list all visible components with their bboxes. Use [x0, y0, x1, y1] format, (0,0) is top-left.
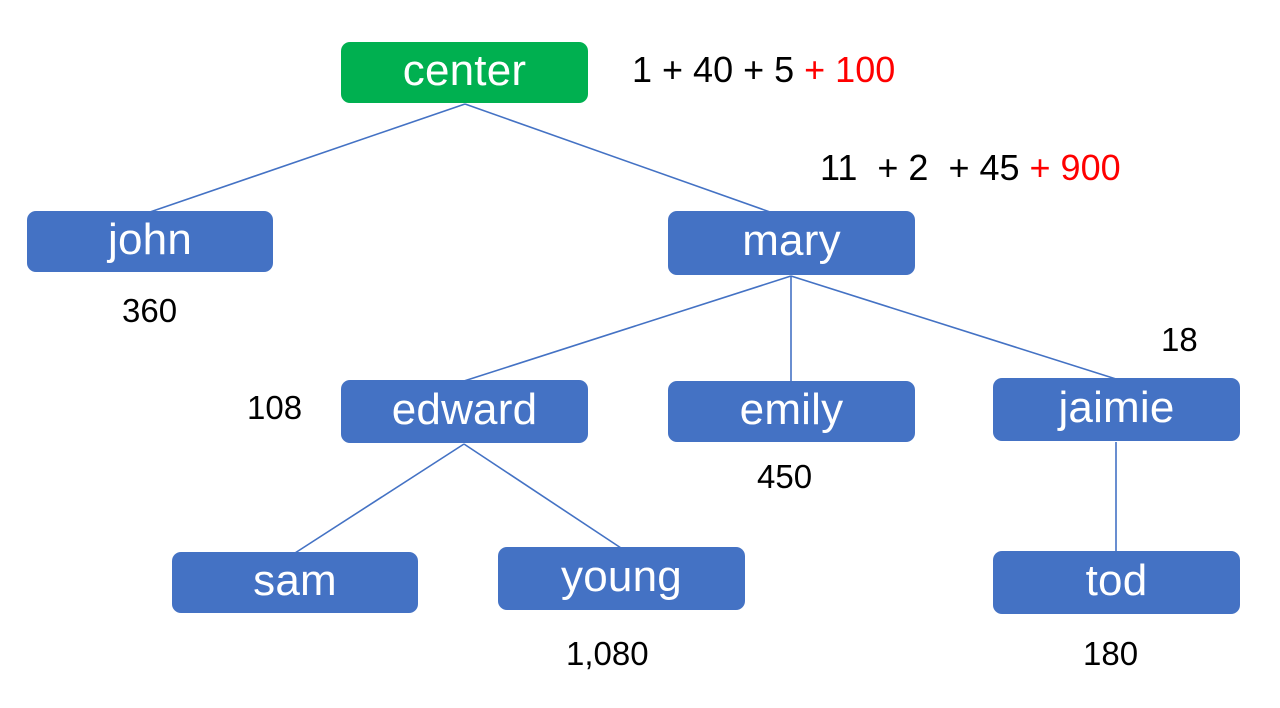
node-label-tod: tod	[1085, 555, 1148, 605]
edward-value: 108	[247, 389, 303, 426]
mary-sum-segment-3: + 900	[1029, 147, 1121, 188]
node-label-young: young	[561, 551, 682, 601]
node-label-emily: emily	[739, 384, 844, 434]
jaimie-value: 18	[1161, 321, 1198, 358]
node-label-mary: mary	[742, 216, 841, 265]
center-sum-segment-0: 1 + 40	[632, 49, 734, 90]
edge-mary-jaimie	[790, 275, 1117, 380]
mary-sum-segment-1: + 2	[877, 147, 949, 188]
center-sum-segment-2: + 100	[804, 49, 896, 90]
center-sum: 1 + 40 + 5 + 100	[632, 52, 895, 88]
edge-center-mary	[464, 103, 771, 213]
edge-center-john	[149, 103, 466, 213]
tod-value: 180	[1083, 635, 1139, 672]
node-john[interactable]: john	[27, 211, 273, 272]
node-label-jaimie: jaimie	[1058, 382, 1175, 432]
edge-edward-sam	[294, 443, 465, 554]
node-sam[interactable]: sam	[172, 552, 418, 613]
young-value: 1,080	[566, 635, 649, 672]
node-center[interactable]: center	[341, 42, 588, 103]
node-label-sam: sam	[253, 555, 337, 605]
node-edward[interactable]: edward	[341, 380, 588, 443]
node-label-john: john	[108, 214, 192, 264]
node-label-edward: edward	[391, 384, 538, 434]
node-jaimie[interactable]: jaimie	[993, 378, 1240, 441]
node-emily[interactable]: emily	[668, 381, 915, 442]
node-young[interactable]: young	[498, 547, 745, 610]
edge-edward-young	[463, 443, 622, 549]
center-sum-segment-1: + 5	[733, 49, 805, 90]
mary-sum: 11 + 2 + 45 + 900	[820, 150, 1121, 186]
edge-mary-edward	[463, 275, 792, 382]
node-label-center: center	[402, 45, 527, 95]
node-tod[interactable]: tod	[993, 551, 1240, 614]
mary-sum-segment-2: + 45	[948, 147, 1030, 188]
mary-sum-segment-0: 11	[820, 147, 878, 188]
john-value: 360	[122, 292, 178, 329]
node-mary[interactable]: mary	[668, 211, 915, 275]
emily-value: 450	[757, 458, 813, 495]
